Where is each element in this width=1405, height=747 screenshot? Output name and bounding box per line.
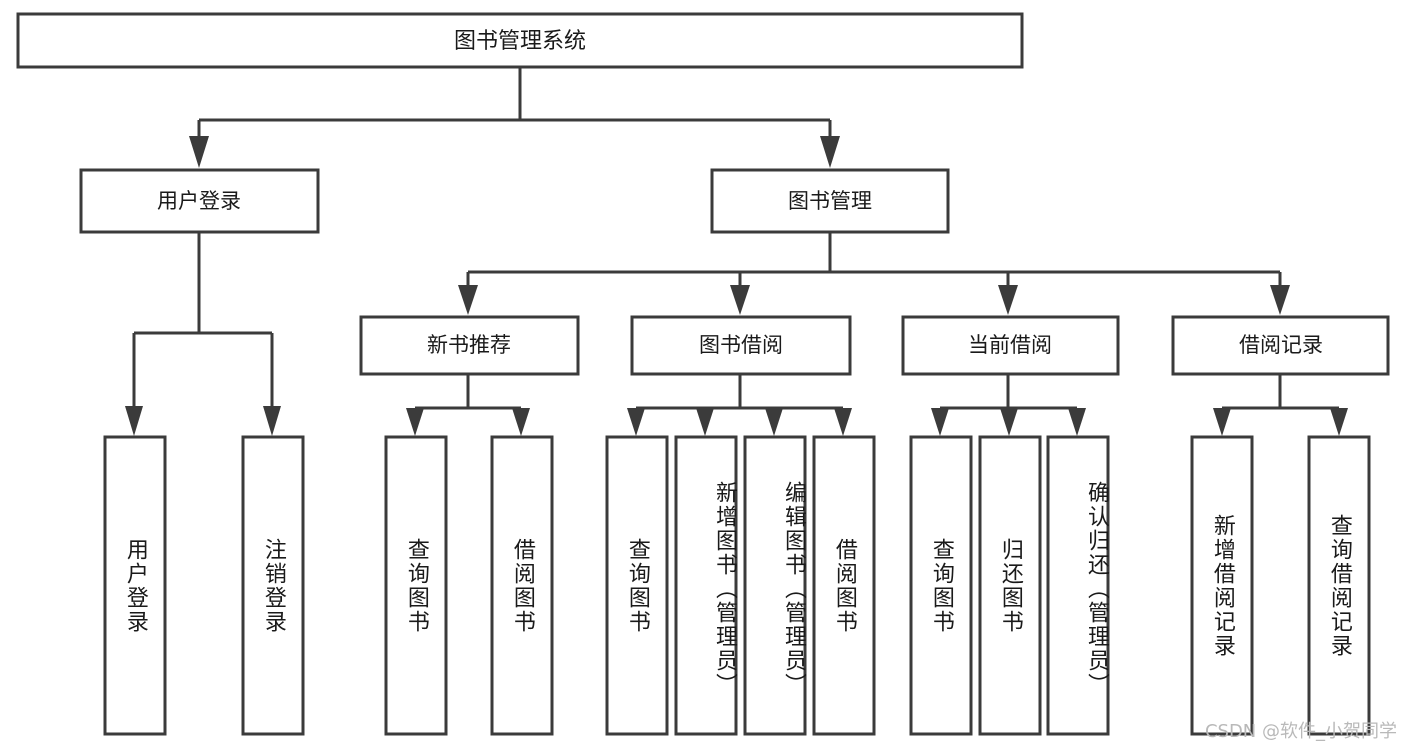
node-user-login-box[interactable]: [79, 168, 320, 234]
node-book-borrow-box[interactable]: [630, 315, 852, 376]
connectors-user-login-to-leaves: [125, 232, 281, 436]
connectors-book-borrow-to-leaves: [627, 374, 852, 436]
connectors-borrow-record-to-leaves: [1213, 374, 1348, 436]
node-new-book-recommend-label: 新书推荐: [427, 333, 511, 357]
node-root-label: 图书管理系统: [454, 29, 586, 54]
arrow-head-book-manage: [820, 136, 840, 168]
node-book-manage[interactable]: 图书管理: [710, 168, 950, 234]
node-new-book-recommend[interactable]: 新书推荐: [359, 315, 580, 376]
arrow-head-leaf-logout: [263, 406, 281, 436]
leaf-borrow-book-2-box[interactable]: [812, 435, 876, 736]
connectors-new-book-to-leaves: [406, 374, 530, 436]
leaf-add-record-box[interactable]: [1190, 435, 1254, 736]
leaf-user-login-box[interactable]: [103, 435, 167, 736]
arrow-head-leaf-return-book: [1000, 408, 1018, 436]
node-borrow-record-label: 借阅记录: [1239, 333, 1323, 357]
leaf-boxes: [103, 435, 1371, 736]
arrow-head-leaf-query-book-1: [406, 408, 424, 436]
arrow-head-leaf-confirm-return: [1068, 408, 1086, 436]
arrow-head-leaf-add-book: [696, 408, 714, 436]
arrow-head-leaf-query-book-3: [931, 408, 949, 436]
leaf-query-record-box[interactable]: [1307, 435, 1371, 736]
arrow-head-leaf-edit-book: [765, 408, 783, 436]
leaf-add-book-box[interactable]: [674, 435, 738, 736]
arrow-head-leaf-query-record: [1330, 408, 1348, 436]
node-borrow-record-box[interactable]: [1171, 315, 1390, 376]
arrow-head-book-borrow: [730, 285, 750, 315]
node-user-login[interactable]: 用户登录: [79, 168, 320, 234]
connectors-current-borrow-to-leaves: [931, 374, 1086, 436]
node-book-manage-label: 图书管理: [788, 189, 872, 213]
leaf-logout-login-box[interactable]: [241, 435, 305, 736]
node-current-borrow[interactable]: 当前借阅: [901, 315, 1120, 376]
leaf-edit-book-box[interactable]: [743, 435, 807, 736]
node-new-book-recommend-box[interactable]: [359, 315, 580, 376]
connectors-root-to-level2: [189, 67, 840, 168]
connectors-book-manage-to-level3: [458, 232, 1290, 315]
node-book-manage-box[interactable]: [710, 168, 950, 234]
node-book-borrow[interactable]: 图书借阅: [630, 315, 852, 376]
arrow-head-borrow-record: [1270, 285, 1290, 315]
node-root-box[interactable]: [16, 12, 1024, 69]
leaf-query-book-3-box[interactable]: [909, 435, 973, 736]
leaf-query-book-1-box[interactable]: [384, 435, 448, 736]
arrow-head-user-login: [189, 136, 209, 168]
node-current-borrow-box[interactable]: [901, 315, 1120, 376]
leaf-confirm-return-box[interactable]: [1046, 435, 1110, 736]
node-book-borrow-label: 图书借阅: [699, 333, 783, 357]
node-user-login-label: 用户登录: [157, 189, 241, 213]
arrow-head-leaf-borrow-book-1: [512, 408, 530, 436]
arrow-head-leaf-add-record: [1213, 408, 1231, 436]
node-borrow-record[interactable]: 借阅记录: [1171, 315, 1390, 376]
arrow-head-current-borrow: [998, 285, 1018, 315]
leaf-query-book-2-box[interactable]: [605, 435, 669, 736]
arrow-head-new-book: [458, 285, 478, 315]
arrow-head-leaf-user-login: [125, 406, 143, 436]
leaf-borrow-book-1-box[interactable]: [490, 435, 554, 736]
leaf-return-book-box[interactable]: [978, 435, 1042, 736]
arrow-head-leaf-query-book-2: [627, 408, 645, 436]
node-root[interactable]: 图书管理系统: [16, 12, 1024, 69]
node-current-borrow-label: 当前借阅: [968, 333, 1052, 357]
arrow-head-leaf-borrow-book-2: [834, 408, 852, 436]
